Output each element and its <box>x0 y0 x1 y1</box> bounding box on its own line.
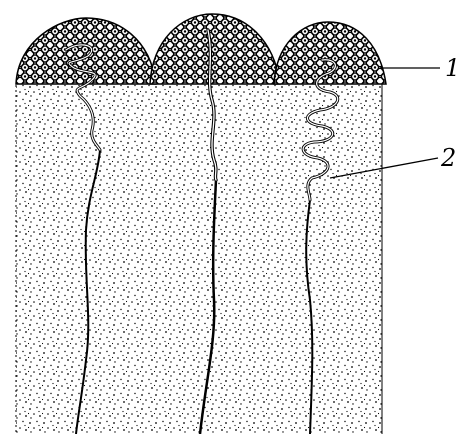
label-1: 1 <box>445 54 459 82</box>
cell-dome-left <box>16 18 156 84</box>
stippled-tissue <box>16 80 382 434</box>
cell-dome-middle <box>150 14 280 84</box>
cell-dome-right <box>274 22 386 84</box>
label-2: 2 <box>440 144 456 172</box>
